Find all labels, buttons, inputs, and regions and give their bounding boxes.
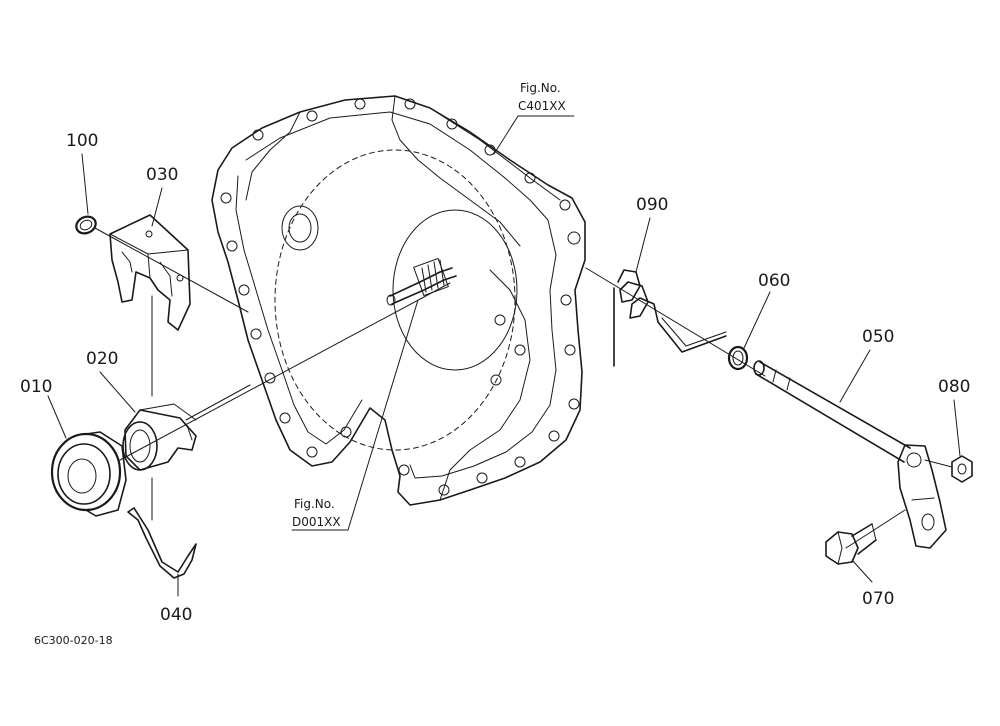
part-080-nut (951, 455, 973, 483)
label-part-040: 040 (160, 605, 192, 625)
label-part-050: 050 (862, 327, 894, 347)
label-part-100: 100 (66, 131, 98, 151)
clutch-housing (211, 95, 586, 506)
ref-top-fig-code: C401XX (518, 99, 566, 113)
part-030-release-fork (109, 214, 191, 331)
label-part-030: 030 (146, 165, 178, 185)
leader-lines (47, 115, 961, 597)
label-part-080: 080 (938, 377, 970, 397)
part-100-circlip (75, 215, 97, 235)
part-010-release-bearing (50, 431, 127, 517)
part-090-torsion-spring (613, 269, 727, 367)
ref-bottom-fig-code: D001XX (292, 515, 341, 529)
part-050-release-shaft (753, 360, 947, 549)
label-part-020: 020 (86, 349, 118, 369)
label-part-090: 090 (636, 195, 668, 215)
label-part-070: 070 (862, 589, 894, 609)
part-040-spring-clip (127, 507, 197, 579)
label-part-010: 010 (20, 377, 52, 397)
part-labels: 100 030 020 010 040 090 060 050 080 070 (20, 131, 970, 625)
part-060-o-ring (727, 345, 749, 371)
ref-bottom-fig-label: Fig.No. (294, 497, 335, 511)
part-070-hex-bolt (825, 523, 877, 565)
part-020-release-sleeve (122, 403, 197, 471)
drawing-code: 6C300-020-18 (34, 634, 113, 647)
figure-references: Fig.No. C401XX Fig.No. D001XX (292, 81, 566, 529)
ref-top-fig-label: Fig.No. (520, 81, 561, 95)
label-part-060: 060 (758, 271, 790, 291)
